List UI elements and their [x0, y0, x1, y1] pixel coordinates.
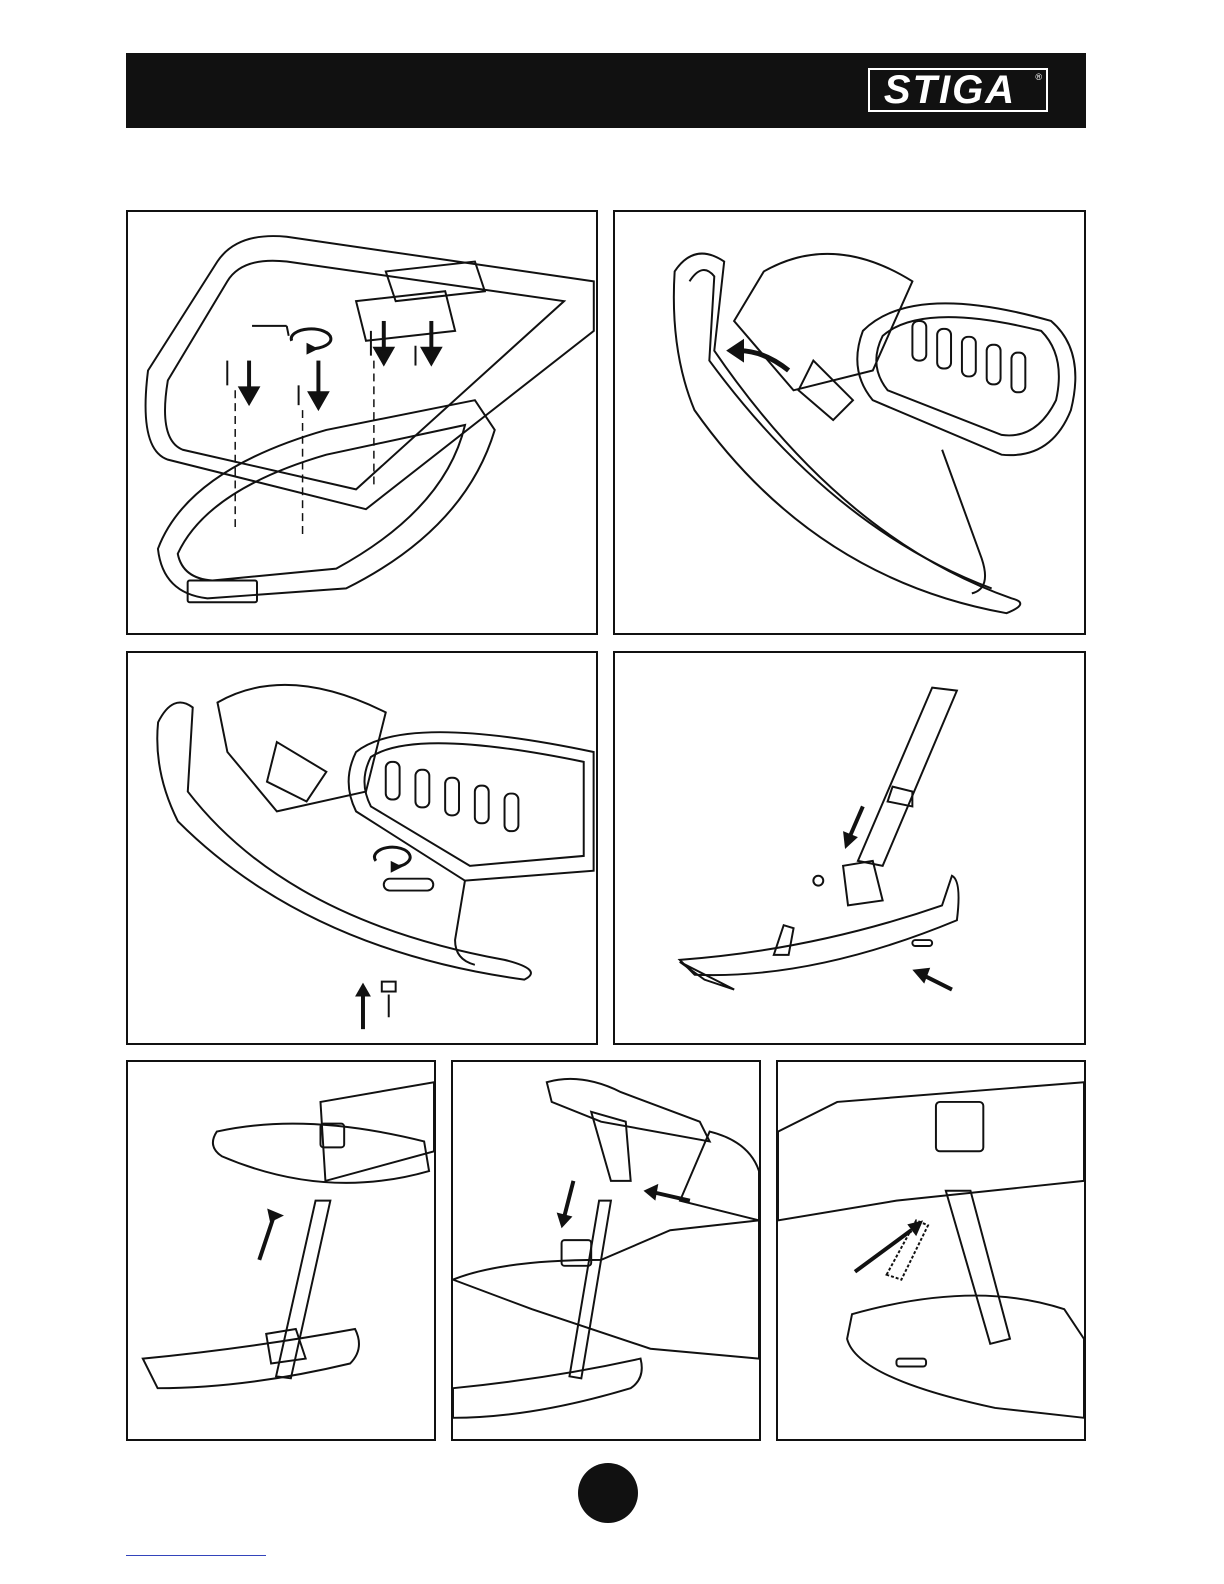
registered-mark: ®	[1035, 72, 1042, 82]
step-1-seat-screws-panel	[126, 210, 598, 635]
step-4-illustration	[615, 653, 1084, 1043]
logo-text: STIGA	[870, 70, 1030, 110]
step-3-frame-bolt-panel	[126, 651, 598, 1045]
step-2-illustration	[615, 212, 1084, 633]
step-5-ski-insert-panel	[126, 1060, 436, 1441]
step-7-spring-detail-panel	[776, 1060, 1086, 1441]
step-6-steering-mount-panel	[451, 1060, 761, 1441]
step-3-illustration	[128, 653, 596, 1043]
step-2-seat-fitted-panel	[613, 210, 1086, 635]
step-7-illustration	[778, 1062, 1084, 1439]
step-5-illustration	[128, 1062, 434, 1439]
footer-line	[126, 1555, 266, 1556]
step-6-illustration	[453, 1062, 759, 1439]
step-1-illustration	[128, 212, 596, 633]
page-number-circle	[578, 1463, 638, 1523]
step-4-ski-tube-panel	[613, 651, 1086, 1045]
stiga-logo: STIGA ®	[868, 68, 1048, 112]
